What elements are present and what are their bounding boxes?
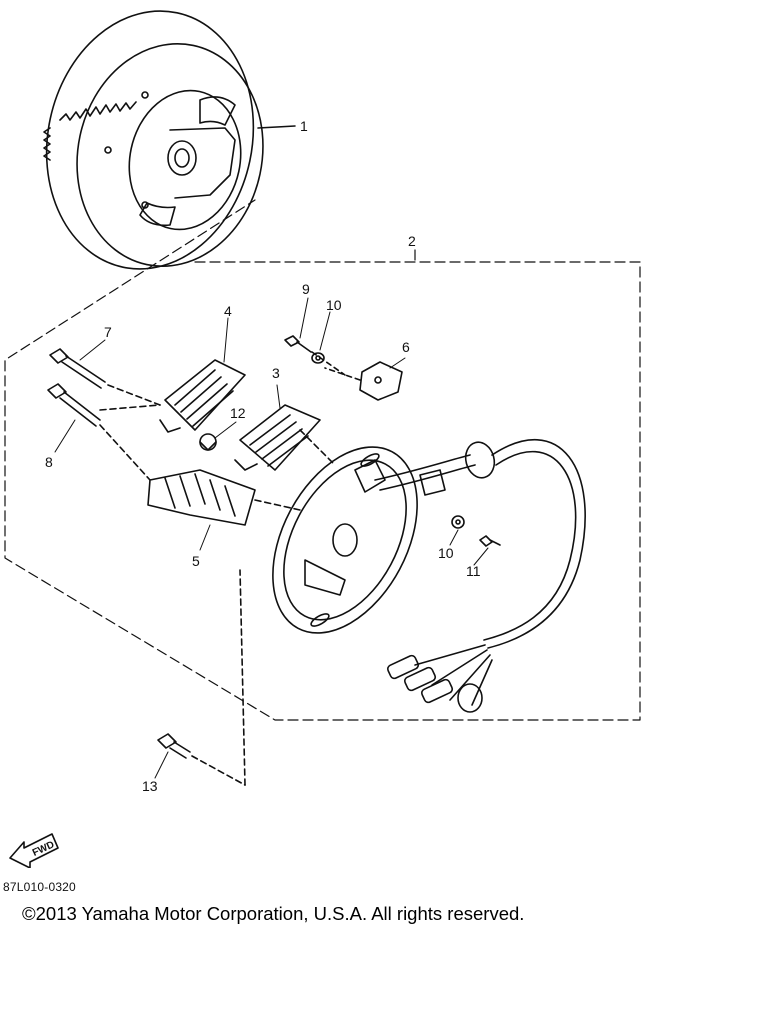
screw-7 (49, 348, 161, 406)
callout-3: 3 (272, 365, 280, 381)
charge-coil (234, 404, 336, 471)
washer-10-lower (451, 515, 465, 529)
collar-12 (199, 433, 217, 451)
callout-5: 5 (192, 553, 200, 569)
callout-6: 6 (402, 339, 410, 355)
bolt-13 (157, 569, 246, 786)
screw-8 (47, 383, 151, 481)
exploded-parts-diagram: 1 2 3 4 5 6 7 8 9 10 10 11 12 13 (4, 10, 641, 794)
callout-labels: 1 2 3 4 5 6 7 8 9 10 10 11 12 13 (45, 118, 481, 794)
lighting-coil (147, 469, 301, 526)
copyright-notice: ©2013 Yamaha Motor Corporation, U.S.A. A… (22, 903, 525, 924)
screw-11 (479, 535, 501, 547)
callout-1: 1 (300, 118, 308, 134)
callout-13: 13 (142, 778, 158, 794)
callout-4: 4 (224, 303, 232, 319)
callout-7: 7 (104, 324, 112, 340)
callout-12: 12 (230, 405, 246, 421)
pulser-coil (99, 359, 246, 433)
leader-lines (54, 297, 489, 779)
callout-10-lower: 10 (438, 545, 454, 561)
callout-9: 9 (302, 281, 310, 297)
callout-11: 11 (466, 563, 481, 579)
flywheel-rotor (43, 10, 296, 270)
callout-10-upper: 10 (326, 297, 342, 313)
screw-9 (284, 335, 346, 376)
forward-arrow-icon: FWD (9, 833, 59, 868)
washer-10-upper (311, 352, 325, 364)
stator-plate (272, 446, 418, 634)
callout-2: 2 (408, 233, 416, 249)
wire-harness (374, 438, 586, 713)
stator-assembly-outline (4, 199, 641, 721)
callout-8: 8 (45, 454, 53, 470)
drawing-id: 87L010-0320 (3, 880, 76, 894)
